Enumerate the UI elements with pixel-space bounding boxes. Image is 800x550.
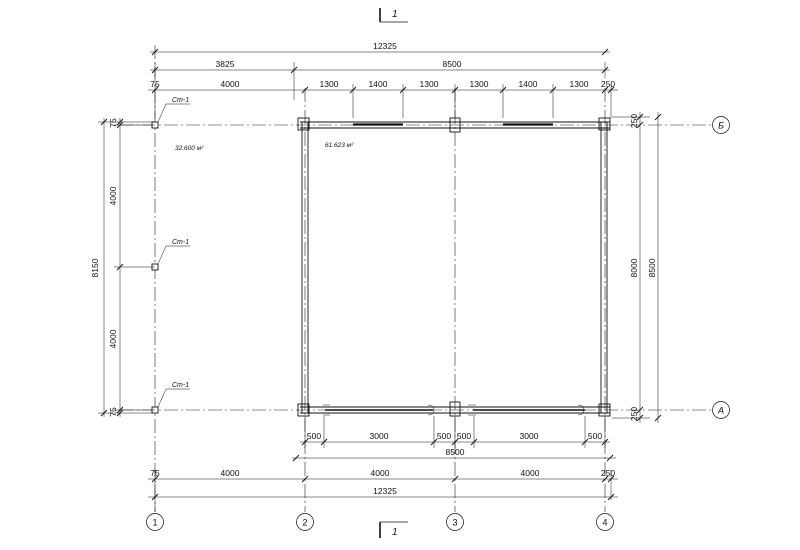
svg-text:500: 500 bbox=[588, 431, 602, 441]
axis-bubble-b: Б bbox=[712, 116, 730, 134]
svg-text:250: 250 bbox=[629, 407, 639, 421]
section-mark-top: 1 bbox=[379, 8, 408, 23]
bottom-dimension-axes: 75 4000 4000 4000 250 bbox=[148, 468, 618, 512]
svg-text:1300: 1300 bbox=[570, 79, 589, 89]
svg-text:500: 500 bbox=[437, 431, 451, 441]
bottom-dimension-openings: 500 3000 500 500 3000 500 bbox=[300, 416, 610, 448]
svg-text:250: 250 bbox=[629, 114, 639, 128]
svg-text:3000: 3000 bbox=[520, 431, 539, 441]
axis-bubble-4: 4 bbox=[596, 513, 614, 531]
opening-bottom-right bbox=[468, 404, 585, 416]
svg-text:1300: 1300 bbox=[470, 79, 489, 89]
top-dimension-row3: 75 4000 1300 1400 1300 1300 1400 1300 25… bbox=[148, 79, 618, 118]
svg-text:1400: 1400 bbox=[369, 79, 388, 89]
section-mark-top-label: 1 bbox=[392, 9, 398, 20]
right-dimension-parts: 250 250 8000 bbox=[612, 112, 650, 423]
section-mark-bottom: 1 bbox=[379, 521, 408, 538]
svg-text:1300: 1300 bbox=[420, 79, 439, 89]
svg-text:А: А bbox=[717, 406, 724, 416]
svg-text:500: 500 bbox=[457, 431, 471, 441]
svg-text:12325: 12325 bbox=[373, 486, 397, 496]
top-dimension-overall: 12325 bbox=[150, 41, 610, 56]
svg-text:75: 75 bbox=[108, 407, 118, 417]
svg-text:2: 2 bbox=[302, 518, 307, 528]
svg-text:1400: 1400 bbox=[519, 79, 538, 89]
svg-text:8500: 8500 bbox=[647, 258, 657, 277]
svg-text:4000: 4000 bbox=[108, 186, 118, 205]
top-dimension-row2: 3825 8500 bbox=[150, 59, 610, 100]
column-bottom: Ст-1 bbox=[151, 382, 190, 414]
svg-text:75: 75 bbox=[108, 118, 118, 128]
left-dimension-overall: 8150 bbox=[90, 118, 155, 417]
axis-bubble-2: 2 bbox=[296, 513, 314, 531]
wall-posts bbox=[297, 117, 611, 417]
column-top: Ст-1 bbox=[151, 97, 190, 129]
bottom-dimension-overall: 12325 bbox=[148, 486, 618, 501]
column-middle: Ст-1 bbox=[151, 239, 190, 271]
svg-text:4000: 4000 bbox=[371, 468, 390, 478]
svg-text:4000: 4000 bbox=[521, 468, 540, 478]
column-bottom-label: Ст-1 bbox=[172, 382, 189, 389]
axis-bubble-a: А bbox=[712, 401, 730, 419]
column-top-label: Ст-1 bbox=[172, 97, 189, 104]
area-label-right: 61.623 м² bbox=[325, 142, 354, 149]
svg-text:3000: 3000 bbox=[370, 431, 389, 441]
svg-text:8000: 8000 bbox=[629, 258, 639, 277]
section-mark-bottom-label: 1 bbox=[392, 527, 398, 538]
svg-text:1: 1 bbox=[152, 518, 157, 528]
svg-text:12325: 12325 bbox=[373, 41, 397, 51]
svg-text:8150: 8150 bbox=[90, 258, 100, 277]
svg-text:250: 250 bbox=[601, 79, 615, 89]
area-label-left: 32.600 м² bbox=[175, 145, 204, 152]
svg-text:Б: Б bbox=[718, 121, 724, 131]
svg-text:4000: 4000 bbox=[221, 468, 240, 478]
svg-text:250: 250 bbox=[601, 468, 615, 478]
opening-bottom-left bbox=[323, 404, 435, 416]
svg-text:8500: 8500 bbox=[443, 59, 462, 69]
svg-text:3825: 3825 bbox=[216, 59, 235, 69]
svg-text:75: 75 bbox=[150, 79, 160, 89]
building-walls bbox=[300, 121, 610, 414]
svg-text:1300: 1300 bbox=[320, 79, 339, 89]
left-dimension-parts: 75 4000 4000 75 bbox=[108, 118, 155, 417]
svg-text:500: 500 bbox=[307, 431, 321, 441]
column-middle-label: Ст-1 bbox=[172, 239, 189, 246]
svg-text:8500: 8500 bbox=[446, 447, 465, 457]
svg-text:4000: 4000 bbox=[221, 79, 240, 89]
axis-bubble-3: 3 bbox=[446, 513, 464, 531]
axis-bubble-1: 1 bbox=[146, 513, 164, 531]
svg-text:4000: 4000 bbox=[108, 329, 118, 348]
svg-text:4: 4 bbox=[602, 518, 607, 528]
right-dimension-overall: 8500 bbox=[647, 112, 662, 423]
svg-text:75: 75 bbox=[150, 468, 160, 478]
svg-text:3: 3 bbox=[452, 518, 457, 528]
bottom-dimension-wall: 8500 bbox=[292, 447, 616, 462]
